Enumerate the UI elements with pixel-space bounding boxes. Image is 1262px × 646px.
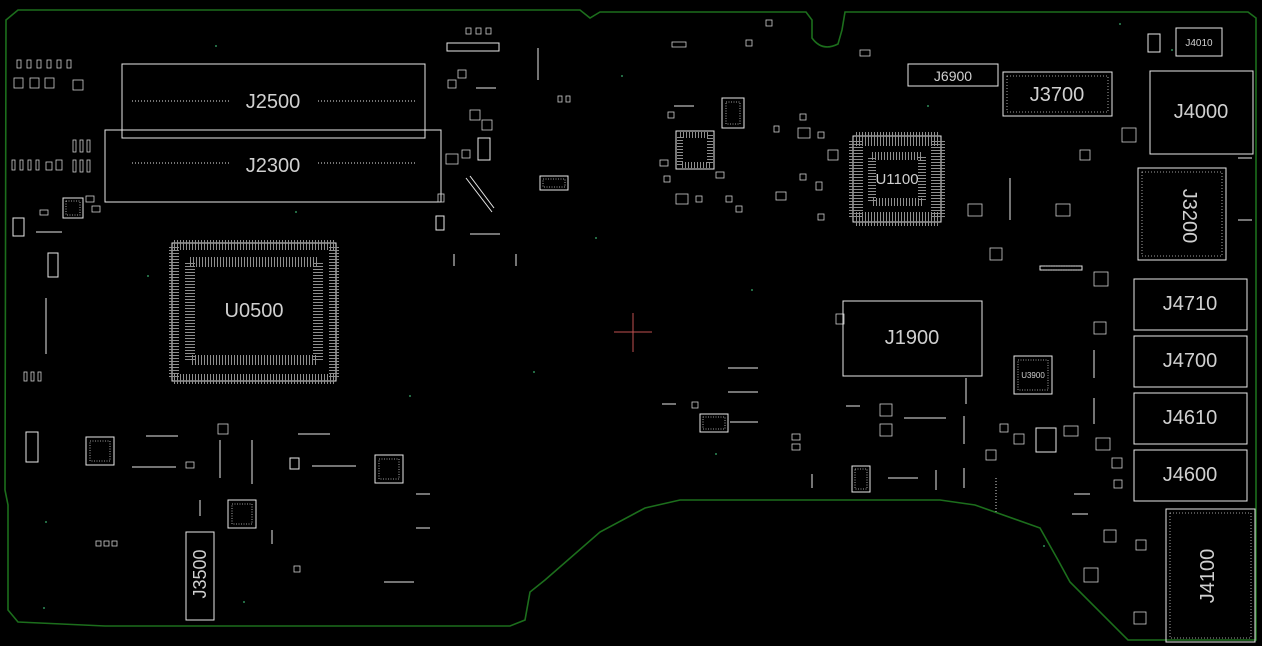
top-left-components xyxy=(11,59,101,382)
connector-j4100[interactable]: J4100 xyxy=(1165,508,1256,643)
connector-j4600[interactable]: J4600 xyxy=(1133,449,1248,502)
j3700-label: J3700 xyxy=(1030,84,1085,106)
connector-j4700[interactable]: J4700 xyxy=(1133,335,1248,388)
lower-left-components: J3500 xyxy=(25,423,430,621)
crosshair-cursor xyxy=(614,313,652,352)
connector-j4000[interactable]: J4000 xyxy=(1149,70,1254,155)
j4100-label: J4100 xyxy=(1197,549,1219,604)
j4610-label: J4610 xyxy=(1163,407,1218,429)
u1100-label: U1100 xyxy=(875,171,918,188)
connector-j4710[interactable]: J4710 xyxy=(1133,278,1248,331)
j4000-label: J4000 xyxy=(1174,101,1229,123)
u0500-label: U0500 xyxy=(225,300,284,322)
chip-u1100[interactable]: U1100 xyxy=(849,132,945,226)
switch-part xyxy=(1147,33,1161,53)
connector-j6900[interactable]: J6900 xyxy=(907,63,999,87)
j2300-label: J2300 xyxy=(246,155,301,177)
j4710-label: J4710 xyxy=(1163,293,1218,315)
j3500-label: J3500 xyxy=(190,549,210,598)
vias xyxy=(43,23,1173,609)
j4010-label: J4010 xyxy=(1185,38,1213,49)
chip-u3900[interactable]: U3900 xyxy=(1013,355,1053,395)
connector-j2300[interactable]: J2300 xyxy=(104,129,442,203)
connector-j3200[interactable]: J3200 xyxy=(1137,167,1227,261)
j1900-label: J1900 xyxy=(885,327,940,349)
top-middle-components xyxy=(435,27,571,266)
j3200-label: J3200 xyxy=(1178,189,1200,244)
connector-j4010[interactable]: J4010 xyxy=(1175,27,1223,57)
right-small-components xyxy=(967,127,1252,625)
center-components xyxy=(659,19,967,493)
connector-j1900[interactable]: J1900 xyxy=(842,300,983,377)
j2500-label: J2500 xyxy=(246,91,301,113)
j4600-label: J4600 xyxy=(1163,464,1218,486)
connector-j3700[interactable]: J3700 xyxy=(1002,71,1113,117)
j4700-label: J4700 xyxy=(1163,350,1218,372)
chip-u0500[interactable]: U0500 xyxy=(169,240,339,384)
j6900-label: J6900 xyxy=(934,68,972,84)
connector-j2500[interactable]: J2500 xyxy=(121,63,426,139)
board-outline xyxy=(4,9,1257,641)
connector-j4610[interactable]: J4610 xyxy=(1133,392,1248,445)
u3900-label: U3900 xyxy=(1021,371,1045,380)
